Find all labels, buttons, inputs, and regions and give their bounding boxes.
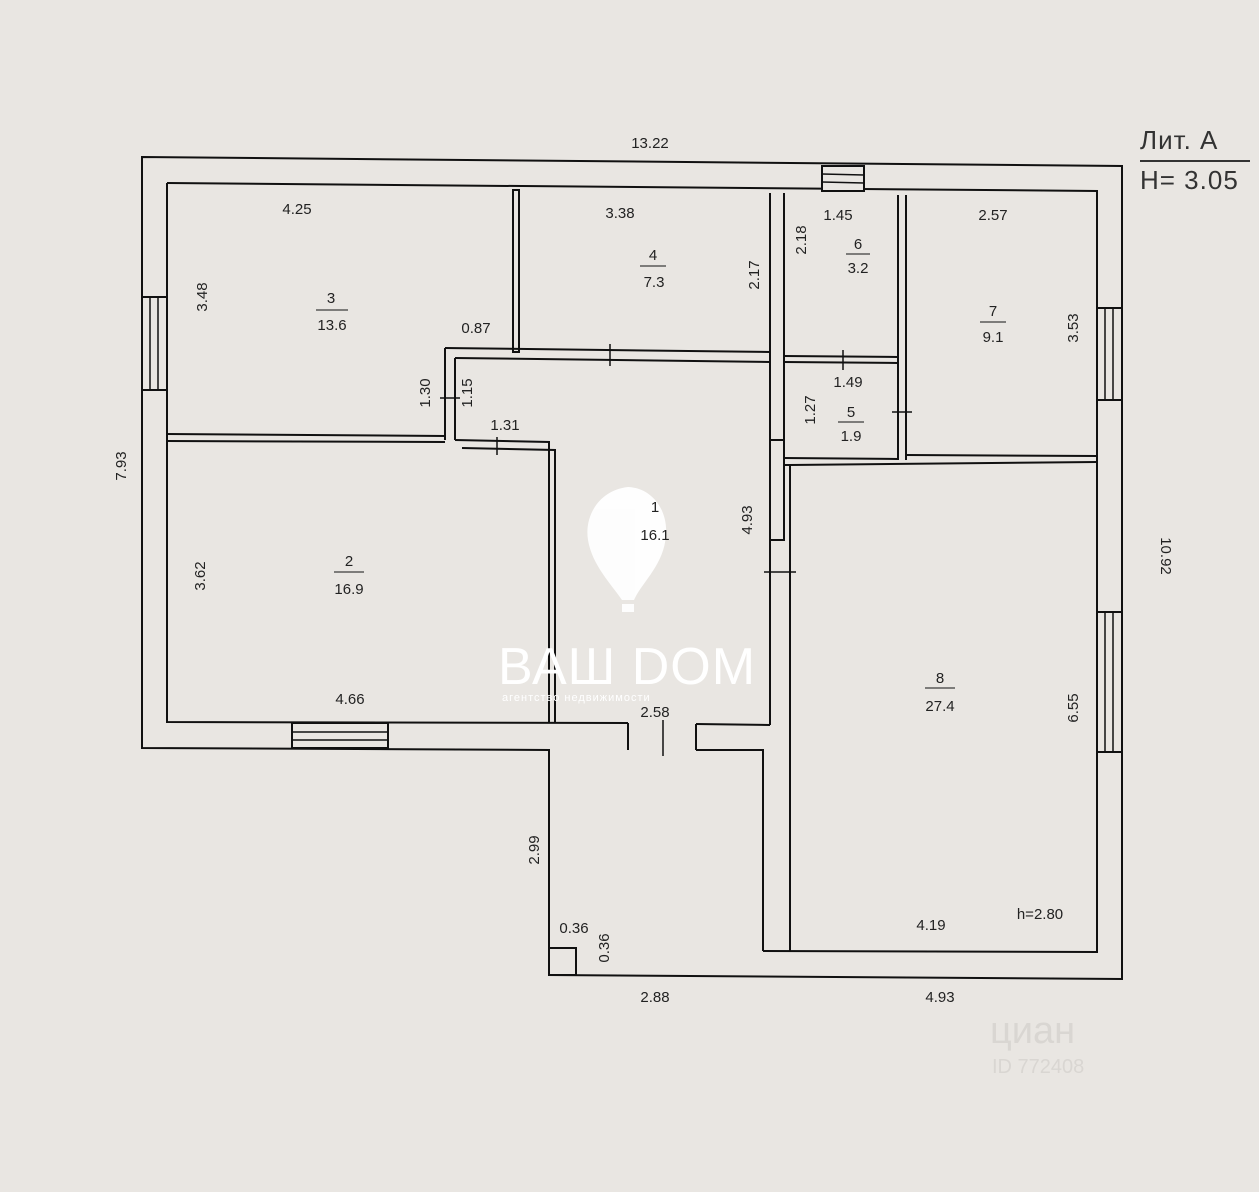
room6-area: 3.2 [848,260,869,277]
room3-width: 4.25 [282,201,311,218]
dim-1-30: 1.30 [417,378,434,407]
dim-0-36a: 0.36 [559,920,588,937]
room4-width: 3.38 [605,205,634,222]
watermark-tagline: агентство недвижимости [502,692,651,704]
room2-area: 16.9 [334,581,363,598]
room5-height: 1.27 [802,395,819,424]
room8-width: 4.19 [916,917,945,934]
dim-1-15: 1.15 [459,378,476,407]
dim-top-total: 13.22 [631,135,669,152]
dim-right-total: 10.92 [1157,537,1174,575]
labels: 13.22 7.93 10.92 2.88 4.93 4.25 3.48 0.8… [113,135,1174,1006]
room5-width: 1.49 [833,374,862,391]
room7-number: 7 [989,303,997,320]
cian-logo: циан [990,1010,1076,1052]
room7-height: 3.53 [1065,313,1082,342]
dim-left-total: 7.93 [113,451,130,480]
room8-ceiling-height: h=2.80 [1017,906,1063,923]
lit-title: Лит. А [1140,125,1219,155]
room3-number: 3 [327,290,335,307]
dim-2-99: 2.99 [526,835,543,864]
dim-1-31: 1.31 [490,417,519,434]
room4-number: 4 [649,247,657,264]
room7-area: 9.1 [983,329,1004,346]
room6-width: 1.45 [823,207,852,224]
lit-divider [1140,160,1250,162]
room5-number: 5 [847,404,855,421]
room3-notch: 0.87 [461,320,490,337]
room8-number: 8 [936,670,944,687]
room3-area: 13.6 [317,317,346,334]
dim-bottom-b: 4.93 [925,989,954,1006]
room6-height: 2.18 [793,225,810,254]
room8-height: 6.55 [1065,693,1082,722]
room4-area: 7.3 [644,274,665,291]
room2-width: 4.66 [335,691,364,708]
room7-width: 2.57 [978,207,1007,224]
dim-0-36b: 0.36 [596,933,613,962]
room3-height: 3.48 [194,282,211,311]
room1-height: 4.93 [739,505,756,534]
room4-height: 2.17 [746,260,763,289]
cian-id: ID 772408 [992,1056,1085,1078]
room1-area: 16.1 [640,527,669,544]
door-ticks [440,344,912,756]
watermark-logo-icon [587,487,667,612]
room8-area: 27.4 [925,698,954,715]
room2-height: 3.62 [192,561,209,590]
room2-number: 2 [345,553,353,570]
room1-number: 1 [651,499,659,516]
windows [141,165,1123,753]
room5-area: 1.9 [841,428,862,445]
watermark-brand: ВАШ DОМ [498,638,757,696]
dim-partial: 2.58 [640,704,669,721]
room6-number: 6 [854,236,862,253]
lit-label: Лит. А H= 3.05 [1140,120,1250,200]
lit-height: H= 3.05 [1140,165,1239,195]
dim-bottom-a: 2.88 [640,989,669,1006]
